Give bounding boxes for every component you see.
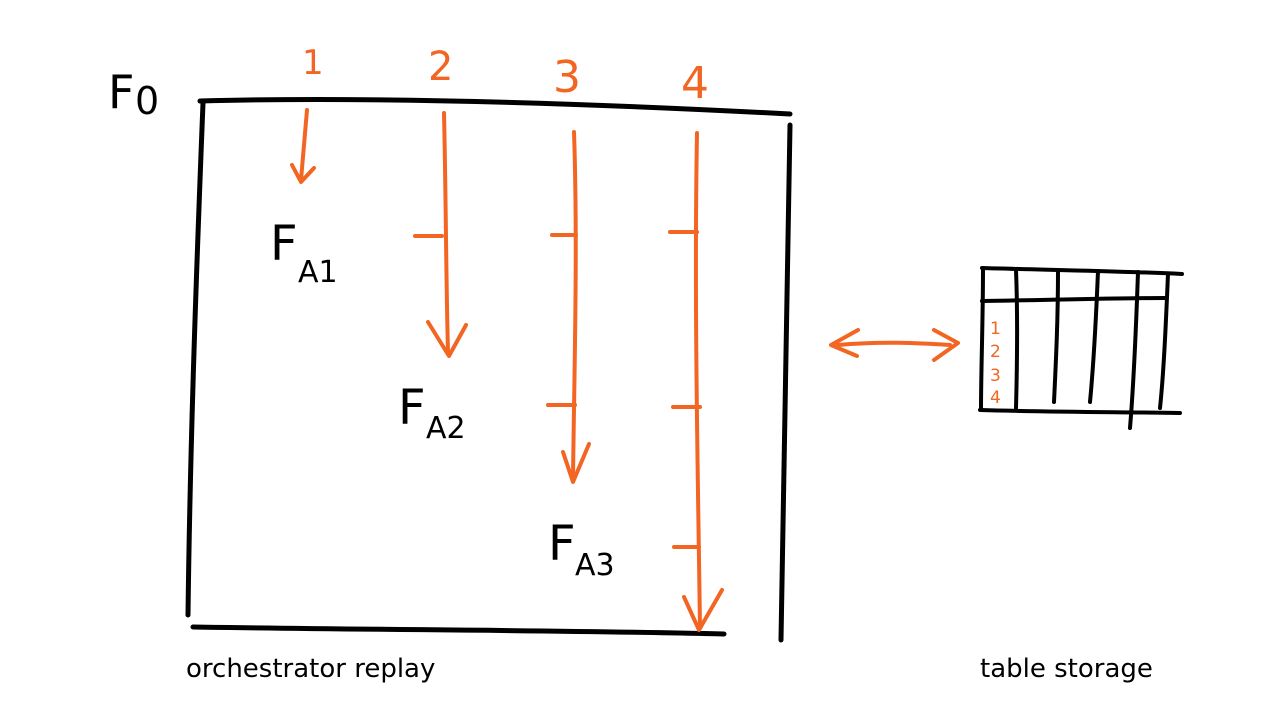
activity-label-a3: F A3 [548, 516, 615, 583]
activity-label-a2: F A2 [398, 380, 466, 446]
replay-1-arrow [290, 108, 316, 184]
orchestrator-replay-caption: orchestrator replay [186, 654, 436, 684]
replay-number-4: 4 [681, 58, 709, 109]
activity-a1-sub: A1 [298, 255, 338, 290]
replay-3-arrow [546, 130, 591, 484]
table-storage-icon: 1 2 3 4 [978, 266, 1184, 430]
replay-number-3: 3 [553, 52, 581, 103]
table-row-4: 4 [990, 388, 1001, 408]
table-storage-caption: table storage [980, 654, 1153, 684]
activity-a2-sub: A2 [426, 411, 466, 446]
frame-left-edge [185, 100, 206, 618]
table-row-1: 1 [990, 319, 1001, 339]
replay-2-arrow [413, 111, 468, 358]
bidirectional-arrow-icon [829, 328, 960, 362]
frame-top-edge [197, 96, 793, 117]
replay-number-2: 2 [428, 44, 453, 90]
activity-a2-main: F [398, 380, 426, 436]
replay-numbers: 1 2 3 4 [302, 43, 709, 109]
outer-function-main: F [108, 65, 134, 119]
table-row-2: 2 [990, 342, 1001, 362]
activity-label-a1: F A1 [270, 216, 338, 290]
outer-function-label: F 0 [108, 65, 159, 123]
table-row-3: 3 [990, 366, 1001, 386]
replay-number-1: 1 [302, 43, 324, 83]
frame-bottom-edge [190, 624, 727, 637]
activity-a3-main: F [548, 516, 576, 572]
activity-a1-main: F [270, 216, 298, 272]
replay-4-arrow [668, 131, 724, 632]
frame-right-edge [778, 122, 793, 643]
activity-a3-sub: A3 [575, 548, 615, 583]
outer-function-sub: 0 [135, 79, 159, 123]
replay-frame [185, 96, 793, 643]
